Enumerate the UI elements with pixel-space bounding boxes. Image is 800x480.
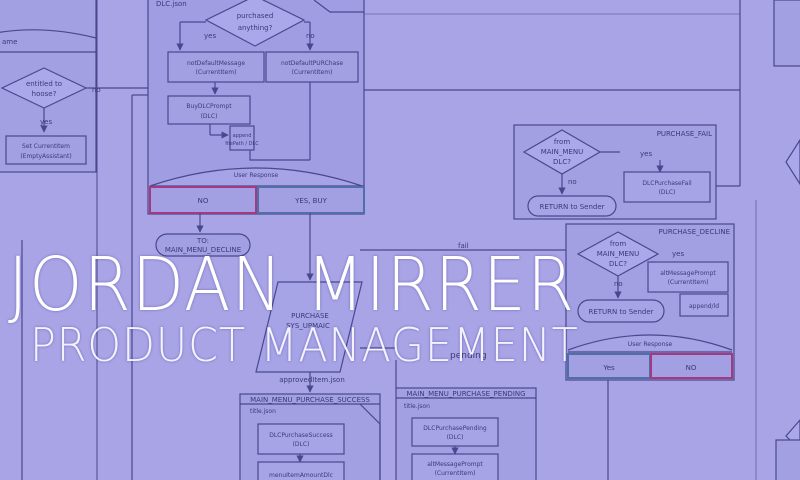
decline-action-line1: altMessagePrompt (660, 270, 716, 277)
pending-box1-line2: (DLC) (447, 434, 464, 441)
dlc-decision-line1: purchased (237, 12, 274, 20)
pending-file: title.json (404, 403, 430, 410)
decline-yes-button-label: Yes (602, 364, 615, 372)
to-decline-pill (155, 233, 251, 257)
buy-prompt-line1: BuyDLCPrompt (186, 103, 232, 110)
left-process-box (5, 135, 87, 165)
yes-buy-option-box (257, 186, 365, 214)
purchase-sys-line2: SYS_UPMAIC (286, 322, 330, 330)
dlc-right-action-line2: (CurrentItem) (292, 69, 333, 76)
fail-no-label: no (568, 178, 577, 186)
fail-return-label: RETURN to Sender (539, 203, 604, 211)
dlc-json-panel (147, 0, 365, 281)
dlc-left-action-line2: (CurrentItem) (196, 69, 237, 76)
dlc-decision-diamond (204, 0, 306, 47)
dlc-right-action-line1: notDefaultPURChase (281, 60, 343, 67)
left-panel (0, 0, 160, 480)
left-yes-label: yes (40, 118, 52, 126)
decline-decision-line1: from (610, 240, 626, 248)
left-process-line2: (EmptyAssistant) (20, 153, 71, 160)
left-panel-header: ame (2, 38, 17, 46)
decline-append: append/ld (689, 303, 719, 310)
purchase-sys-line1: PURCHASE (291, 312, 329, 320)
purchase-pending-panel (395, 360, 537, 480)
pending-box1-line1: DLCPurchasePending (423, 425, 487, 432)
fail-action-line2: (DLC) (659, 189, 676, 196)
decline-action-line2: (CurrentItem) (668, 279, 709, 286)
purchase-success-panel (239, 393, 381, 480)
append-line1: append (233, 133, 252, 139)
decline-decision-line3: DLC? (609, 260, 627, 268)
dlc-left-action-box (167, 51, 265, 83)
fail-yes-label: yes (640, 150, 652, 158)
decline-no-button-label: NO (686, 364, 697, 372)
pending-header: MAIN_MENU_PURCHASE_PENDING (406, 390, 525, 398)
decline-return-label: RETURN to Sender (588, 308, 653, 316)
no-option-box (149, 186, 257, 214)
purchase-sys-shape (255, 281, 363, 373)
fail-decision-line3: DLC? (553, 158, 571, 166)
success-box2: menuItemAmountDlc (269, 472, 333, 479)
pending-label: pending (450, 351, 487, 361)
decline-decision-line2: MAIN_MENU (597, 250, 639, 258)
buy-prompt-line2: (DLC) (201, 113, 218, 120)
pending-box2-line1: altMessagePrompt (427, 461, 483, 468)
dlc-right-action-box (265, 51, 359, 83)
dlc-yes-buy-label: YES, BUY (294, 197, 328, 205)
purchase-decline-panel (565, 223, 735, 381)
decline-user-response: User Response (628, 341, 673, 348)
dlc-user-response: User Response (234, 172, 279, 179)
success-box1-line1: DLCPurchaseSuccess (269, 432, 333, 439)
purchase-fail-panel (513, 124, 740, 220)
dlc-decision-line2: anything? (238, 24, 273, 32)
dlc-no-button-label: NO (198, 197, 209, 205)
to-decline-line1: TO: (196, 237, 209, 245)
fail-action-line1: DLCPurchaseFail (642, 180, 692, 187)
pending-box2-line2: (CurrentItem) (435, 470, 476, 477)
fail-decision-line2: MAIN_MENU (541, 148, 583, 156)
left-decision-line2: hoose? (32, 90, 57, 98)
left-no-label: no (92, 86, 101, 94)
left-decision-line1: entitled to (26, 80, 62, 88)
decline-yes-label: yes (672, 250, 684, 258)
fail-label: fail (458, 242, 469, 250)
left-process-line1: Set CurrentItem (22, 143, 70, 150)
to-decline-line2: MAIN_MENU_DECLINE (165, 246, 241, 254)
fail-decision-line1: from (554, 138, 570, 146)
dlc-json-header: DLC.json (156, 0, 187, 8)
purchase-decline-header: PURCHASE_DECLINE (659, 228, 731, 236)
success-file: title.json (250, 408, 276, 415)
dlc-no-label: no (306, 32, 315, 40)
append-line2: filePath / DLC (225, 141, 259, 147)
decline-no-label: no (614, 280, 623, 288)
approved-label: approvedItem.json (279, 376, 345, 384)
dlc-yes-label: yes (204, 32, 216, 40)
success-box1-line2: (DLC) (293, 441, 310, 448)
dlc-left-action-line1: notDefaultMessage (187, 60, 245, 67)
purchase-fail-header: PURCHASE_FAIL (657, 130, 712, 138)
success-header: MAIN_MENU_PURCHASE_SUCCESS (250, 396, 370, 404)
buy-prompt-box (167, 95, 251, 125)
